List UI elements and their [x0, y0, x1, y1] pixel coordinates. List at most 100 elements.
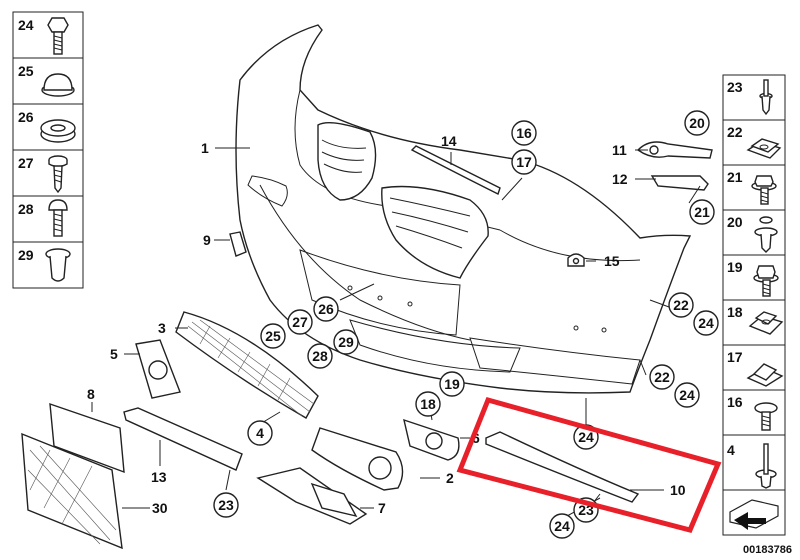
highlight-box	[456, 396, 722, 533]
round-head-screw-icon	[48, 199, 68, 237]
callout-label: 8	[87, 386, 95, 402]
ref-circle: 22	[668, 292, 694, 318]
callout-label: 6	[472, 430, 480, 446]
ref-circle: 24	[674, 382, 700, 408]
svg-text:25: 25	[265, 328, 281, 344]
ref-circle: 29	[333, 329, 359, 355]
svg-text:21: 21	[694, 204, 710, 220]
ref-circle: 18	[415, 391, 441, 417]
ref-circle: 24	[693, 310, 719, 336]
svg-text:26: 26	[318, 301, 334, 317]
left-legend-cell	[12, 241, 84, 289]
right-legend-label: 4	[727, 442, 735, 458]
left-legend-label: 27	[18, 155, 34, 171]
part-3-mesh-grille	[175, 311, 319, 419]
svg-text:19: 19	[444, 376, 460, 392]
svg-text:24: 24	[554, 518, 570, 534]
expansion-rivet-icon	[755, 443, 777, 489]
left-legend-cell	[12, 11, 84, 59]
svg-text:22: 22	[673, 297, 689, 313]
callout-label: 5	[110, 346, 118, 362]
callout-label: 10	[670, 482, 686, 498]
svg-text:16: 16	[516, 125, 532, 141]
ref-circle: 21	[689, 199, 715, 225]
speed-clip-icon	[746, 138, 782, 159]
callout-label: 11	[612, 142, 627, 158]
left-legend-label: 28	[18, 201, 34, 217]
right-legend: 23 22 21 20 19 18 17 16 4	[722, 74, 786, 536]
left-legend-label: 24	[18, 17, 34, 33]
left-legend-label: 25	[18, 63, 34, 79]
ref-circle: 17	[511, 149, 537, 175]
left-legend-label: 29	[18, 247, 34, 263]
ref-circle: 23	[213, 492, 239, 518]
part-30-carrier	[21, 432, 123, 550]
ref-circle: 4	[247, 420, 273, 446]
ref-circle: 22	[649, 364, 675, 390]
callout-label: 13	[151, 469, 167, 485]
svg-text:4: 4	[256, 425, 264, 441]
svg-text:28: 28	[312, 348, 328, 364]
right-legend-label: 16	[727, 394, 743, 410]
part-9-cap	[229, 231, 247, 257]
part-10-side-trim	[485, 431, 640, 503]
part-6-fog-trim	[403, 418, 460, 461]
bumper-cover	[235, 24, 692, 394]
ref-circle: 20	[684, 110, 710, 136]
ref-circle: 16	[511, 120, 537, 146]
svg-text:24: 24	[578, 429, 594, 445]
svg-text:29: 29	[338, 334, 354, 350]
right-legend-label: 20	[727, 214, 743, 230]
callout-label: 30	[152, 500, 168, 516]
part-13-trim	[123, 407, 243, 471]
ref-circle: 19	[439, 371, 465, 397]
document-id: 00183786	[743, 544, 792, 556]
grommet-cap-icon	[41, 73, 75, 97]
nut-clip-icon	[748, 311, 784, 335]
svg-text:24: 24	[679, 387, 695, 403]
callouts: 1 14 11 12 9 15 3 5 8 13 30 7 2 6 10	[87, 133, 686, 516]
right-legend-label: 18	[727, 304, 743, 320]
left-legend: 24 25 26 27 28 29	[12, 11, 84, 289]
svg-text:22: 22	[654, 369, 670, 385]
left-legend-label: 26	[18, 109, 34, 125]
ref-circle: 25	[260, 323, 286, 349]
callout-label: 3	[158, 320, 166, 336]
part-8-license-bracket	[49, 402, 125, 474]
plastic-rivet-icon	[754, 216, 778, 253]
flange-bolt-icon	[753, 265, 779, 297]
right-legend-label: 21	[727, 169, 743, 185]
callout-label: 1	[201, 140, 209, 156]
ref-circle: 27	[287, 309, 313, 335]
pan-screw-icon	[48, 155, 68, 194]
part-14-trim-strip	[410, 145, 501, 195]
part-2-fog-grille	[311, 427, 404, 491]
ref-circle: 26	[313, 296, 339, 322]
callout-label: 7	[378, 500, 386, 516]
right-legend-label: 22	[727, 124, 743, 140]
right-legend-cell	[722, 344, 786, 391]
svg-text:23: 23	[218, 497, 234, 513]
part-5-small-grille	[135, 339, 181, 399]
svg-text:20: 20	[689, 115, 705, 131]
callout-label: 12	[612, 171, 628, 187]
push-rivet-icon	[759, 79, 773, 116]
callout-label: 9	[203, 232, 211, 248]
svg-text:17: 17	[516, 154, 532, 170]
ref-circle: 28	[307, 343, 333, 369]
svg-text:27: 27	[292, 314, 308, 330]
collar-bolt-icon	[751, 175, 777, 205]
right-legend-label: 17	[727, 349, 743, 365]
callout-label: 14	[441, 133, 457, 149]
ref-circle: 24	[549, 513, 575, 539]
square-nut-icon	[746, 363, 784, 387]
right-legend-label: 23	[727, 79, 743, 95]
svg-text:18: 18	[420, 396, 436, 412]
circled-references: 16 17 20 21 26 27 25 28 29 22 24 22 24 1…	[213, 110, 719, 539]
ring-washer-icon	[40, 119, 76, 143]
part-15-clip	[567, 253, 585, 267]
svg-text:24: 24	[698, 315, 714, 331]
expanding-nut-icon	[45, 248, 71, 282]
callout-label: 15	[604, 253, 620, 269]
